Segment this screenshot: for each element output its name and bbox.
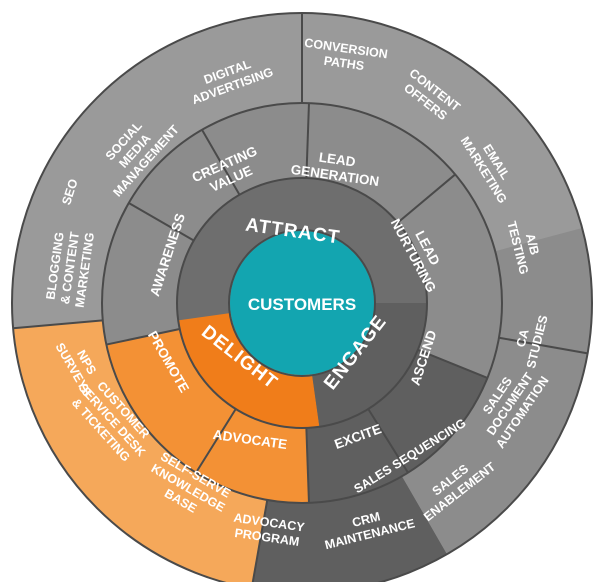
mid-divider-6 bbox=[367, 408, 409, 474]
outer-ring-delight-sector bbox=[13, 320, 268, 582]
mid-divider-7 bbox=[305, 427, 310, 503]
mid-divider-1 bbox=[201, 129, 241, 196]
customers-core-circle bbox=[230, 231, 374, 375]
middle-ring-delight-sector bbox=[106, 328, 309, 503]
mid-divider-9 bbox=[106, 328, 180, 346]
mid-divider-8 bbox=[195, 408, 237, 474]
mid-divider-5 bbox=[417, 348, 488, 379]
core-border bbox=[228, 229, 376, 377]
outer-divider-left bbox=[13, 319, 103, 330]
mid-divider-4 bbox=[128, 202, 195, 242]
inner-ring-border bbox=[176, 177, 428, 429]
inner-ring-engage-sector bbox=[312, 303, 427, 427]
ring-borders bbox=[11, 12, 593, 582]
mid-divider-2 bbox=[305, 103, 310, 179]
inner-ring-delight-sector bbox=[178, 313, 320, 428]
middle-ring-engage-sector bbox=[306, 349, 488, 503]
outer-ring-engage-sector bbox=[252, 476, 447, 582]
blogging-label: BLOGGING& CONTENTMARKETING bbox=[43, 227, 97, 308]
outer-divider-bottom bbox=[251, 499, 269, 582]
outer-divider-right bbox=[498, 336, 588, 355]
mid-divider-3 bbox=[397, 173, 456, 224]
customers-core-label: CUSTOMERS bbox=[248, 295, 356, 314]
outer-ring-engage-sector-upper bbox=[402, 227, 592, 555]
